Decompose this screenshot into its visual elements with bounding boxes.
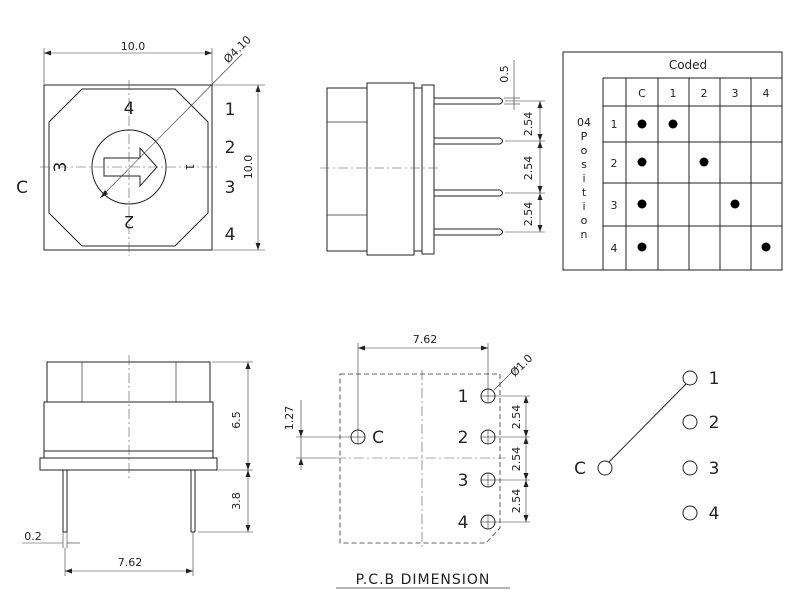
- pcb-outline: [339, 373, 501, 544]
- pcb-pitch-dim-2: 2.54: [510, 447, 523, 472]
- table-row-label-char: t: [582, 186, 587, 199]
- table-row-1-label: 1: [611, 118, 618, 131]
- table-dot: [761, 242, 771, 252]
- pcb-offset-dim: 1.27: [283, 406, 296, 431]
- table-dot: [637, 157, 647, 167]
- side-number-4: 4: [225, 225, 236, 245]
- table-col-4: 4: [763, 87, 770, 100]
- body-height-dim: 6.5: [230, 411, 243, 429]
- pcb-title: P.C.B DIMENSION: [356, 572, 491, 588]
- side-pins: [434, 97, 503, 236]
- table-row-label-char: o: [581, 144, 588, 157]
- front-height-dim: 10.0: [242, 155, 255, 180]
- table-row-label-char: n: [581, 228, 588, 241]
- table-outline: [562, 51, 783, 271]
- schematic-contact-4: [682, 505, 698, 521]
- schematic-label-3: 3: [709, 459, 720, 479]
- schematic-label-4: 4: [709, 504, 720, 524]
- table-row-label-char: s: [581, 158, 587, 171]
- table-row-2-label: 2: [611, 157, 618, 170]
- pin-length-dim: 3.8: [230, 492, 243, 510]
- dial-label-right: 1: [183, 164, 196, 171]
- table-row-label-char: i: [582, 172, 585, 185]
- table-dot: [637, 119, 647, 129]
- table-dot: [730, 199, 740, 209]
- pcb-dimension: C 1 2 3 4 7.62 Ø1.0 1.27 2.54 2.54: [283, 333, 536, 589]
- side-number-2: 2: [225, 138, 236, 158]
- table-dots: [637, 119, 771, 252]
- pcb-label-1: 1: [458, 387, 469, 407]
- front-view: 10.0 Ø4.10 10.0 4 1 2 3 1 2 3 4 C: [16, 33, 265, 256]
- table-col-3: 3: [732, 87, 739, 100]
- front-dia-dim: Ø4.10: [221, 33, 254, 66]
- table-dot: [699, 157, 709, 167]
- pcb-label-c: C: [372, 428, 384, 448]
- table-dot: [637, 199, 647, 209]
- table-row-label-prefix: 04: [577, 116, 591, 129]
- schematic-common-contact: [597, 460, 613, 476]
- knob-arrow: [103, 146, 158, 188]
- pin-width-dim: 0.2: [24, 530, 42, 543]
- dial-label-top: 4: [124, 99, 135, 119]
- table-row-label-char: i: [582, 200, 585, 213]
- schematic-contact-2: [682, 414, 698, 430]
- pin-spacing-dim: 7.62: [118, 556, 143, 569]
- schematic-label-c: C: [574, 459, 586, 479]
- schematic-contact-3: [682, 460, 698, 476]
- pcb-label-2: 2: [458, 428, 469, 448]
- side-pin-width-dim: 0.5: [498, 65, 511, 83]
- front-width-dim: 10.0: [121, 40, 146, 53]
- table-row-label-char: o: [581, 214, 588, 227]
- common-label: C: [16, 178, 28, 198]
- pcb-pitch-dim-3: 2.54: [510, 489, 523, 514]
- table-dot: [668, 119, 678, 129]
- side-view: 0.5 2.54 2.54 2.54: [320, 60, 545, 256]
- side-pitch-dim-1: 2.54: [522, 112, 535, 137]
- table-row-3-label: 3: [611, 199, 618, 212]
- side-pitch-dim-3: 2.54: [522, 202, 535, 227]
- table-dot: [637, 242, 647, 252]
- front-octagon: [48, 88, 209, 247]
- schematic-label-2: 2: [709, 413, 720, 433]
- front-body-outline: [43, 84, 213, 251]
- switch-schematic: C 1 2 3 4: [574, 369, 719, 524]
- dial-label-bottom: 2: [124, 211, 135, 231]
- side-pitch-dim-2: 2.54: [522, 156, 535, 181]
- schematic-contact-1: [682, 370, 698, 386]
- pcb-hole-dia-dim: Ø1.0: [508, 352, 536, 380]
- table-col-2: 2: [701, 87, 708, 100]
- pcb-label-3: 3: [458, 471, 469, 491]
- pcb-width-dim: 7.62: [413, 333, 438, 346]
- table-col-c: C: [638, 87, 646, 100]
- pcb-pitch-dim-1: 2.54: [510, 405, 523, 430]
- bottom-side-view: 6.5 3.8 0.2 7.62: [22, 355, 253, 576]
- table-col-1: 1: [670, 87, 677, 100]
- table-row-4-label: 4: [611, 242, 618, 255]
- pcb-label-4: 4: [458, 513, 469, 533]
- table-header: Coded: [669, 58, 707, 72]
- side-number-1: 1: [225, 100, 236, 120]
- schematic-label-1: 1: [709, 369, 720, 389]
- table-row-label-char: P: [581, 130, 588, 143]
- schematic-wiper: [608, 383, 687, 463]
- side-number-3: 3: [225, 178, 236, 198]
- dial-label-left: 3: [51, 162, 71, 173]
